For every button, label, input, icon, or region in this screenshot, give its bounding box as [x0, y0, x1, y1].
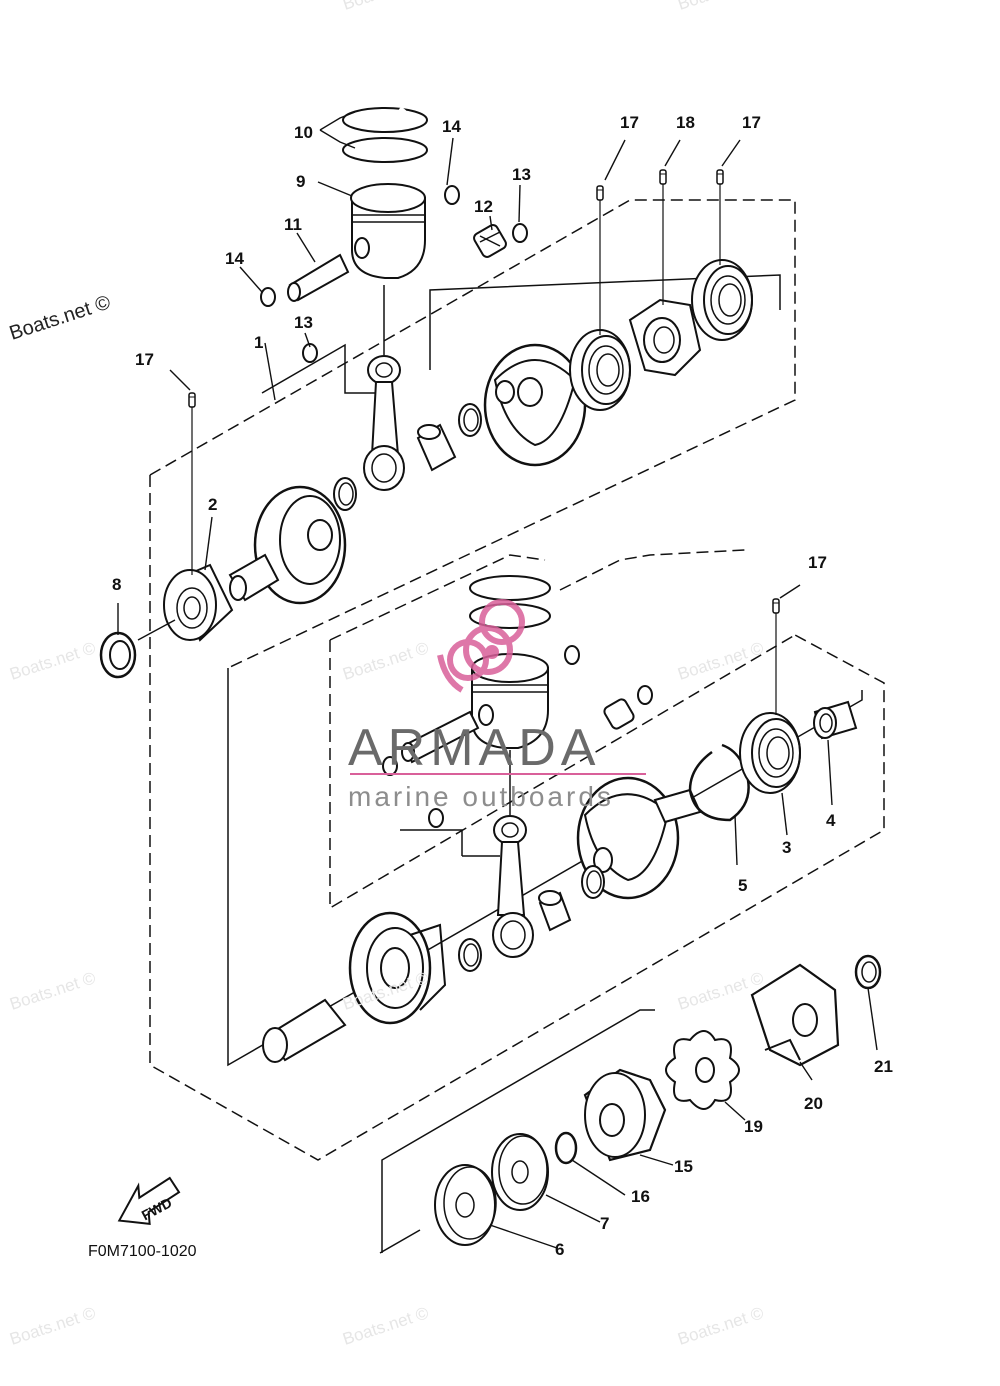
connecting-rod-upper	[363, 285, 405, 491]
crankpin-lower	[538, 890, 572, 932]
label-part-18: 18	[676, 113, 695, 132]
watermark-low-1: Boats.net ©	[7, 968, 98, 1014]
piston-pin-upper	[287, 253, 350, 302]
forward-arrow-icon: FWD	[117, 1176, 181, 1226]
damper-part-19	[665, 1030, 740, 1110]
crankshaft-end-lower	[262, 998, 347, 1063]
watermark-mid-2: Boats.net ©	[340, 638, 431, 684]
label-part-5: 5	[738, 876, 747, 895]
main-bearing-upper-1	[569, 329, 631, 411]
leader-lines	[117, 111, 878, 1249]
watermark-mid-3: Boats.net ©	[675, 638, 766, 684]
drive-dog-part-20	[750, 963, 840, 1067]
dowel-pin-17-d	[772, 598, 780, 614]
crankpin-upper	[416, 423, 457, 472]
brand-name: ARMADA	[348, 719, 600, 777]
part-labels: 10 14 9 11 12 13 14 13 17 1 17 18 17 2 8…	[112, 113, 893, 1259]
label-part-15: 15	[674, 1157, 693, 1176]
plate-part-6	[434, 1164, 497, 1246]
circlip-upper-left	[260, 287, 276, 307]
circlip-lower-right	[564, 645, 580, 665]
watermark-bottom-1: Boats.net ©	[7, 1303, 98, 1349]
piston-lower	[471, 653, 549, 749]
main-bearing-upper-2	[691, 259, 753, 341]
label-part-13-b: 13	[294, 313, 313, 332]
armada-logo-icon	[437, 599, 525, 693]
piston-pin-lower	[401, 710, 480, 764]
thrust-washer-upper-1	[458, 403, 482, 437]
label-part-12: 12	[474, 197, 493, 216]
crank-half-lower-right	[576, 776, 702, 900]
label-part-19: 19	[744, 1117, 763, 1136]
label-part-13-a: 13	[512, 165, 531, 184]
plate-part-7	[491, 1133, 549, 1211]
bushing-part-4	[813, 700, 858, 740]
circlip-upper-right	[444, 185, 460, 205]
watermark-low-3: Boats.net ©	[675, 968, 766, 1014]
label-part-16: 16	[631, 1187, 650, 1206]
label-part-10: 10	[294, 123, 313, 142]
ring-part-21	[854, 954, 882, 990]
watermark-top-2: Boats.net ©	[675, 0, 766, 14]
label-part-17-a: 17	[620, 113, 639, 132]
thrust-washer-lower-1	[581, 865, 605, 899]
thrust-washer-upper-2	[333, 477, 357, 511]
needle-bearing-upper	[473, 224, 507, 258]
main-bearing-part-3	[739, 712, 801, 794]
label-part-20: 20	[804, 1094, 823, 1113]
crank-half-upper-right	[483, 343, 587, 467]
label-part-1: 1	[254, 333, 263, 352]
label-part-17-b: 17	[742, 113, 761, 132]
figure-code: F0M7100-1020	[88, 1243, 197, 1260]
label-part-4: 4	[826, 811, 836, 830]
label-part-11: 11	[284, 215, 302, 234]
dowel-pin-17-c	[188, 392, 196, 408]
thrust-washer-lower-2	[458, 938, 482, 972]
connecting-rod-lower	[492, 750, 534, 958]
washer-small-lower-right	[637, 685, 653, 705]
watermark-top-1: Boats.net ©	[340, 0, 431, 14]
label-part-21: 21	[874, 1057, 893, 1076]
seal-housing-upper	[628, 298, 702, 377]
label-part-2: 2	[208, 495, 217, 514]
crank-half-upper-left	[228, 485, 347, 605]
assembly-frame-lines	[227, 274, 863, 1254]
piston-rings-upper	[342, 106, 428, 163]
label-part-14-b: 14	[225, 249, 244, 268]
dowel-pin-17-b	[716, 169, 724, 185]
dowel-pin-18	[659, 169, 667, 185]
ring-part-16	[554, 1131, 578, 1165]
dowel-pin-17-a	[596, 185, 604, 201]
oil-seal-part-8	[99, 631, 137, 679]
label-part-7: 7	[600, 1214, 609, 1233]
label-part-8: 8	[112, 575, 121, 594]
bearing-part-2	[163, 563, 234, 642]
hub-part-15	[583, 1068, 667, 1162]
crank-half-lower-left	[348, 911, 447, 1025]
brand-tagline: marine outboards	[348, 781, 614, 812]
watermark-bottom-3: Boats.net ©	[675, 1303, 766, 1349]
label-part-17-d: 17	[808, 553, 827, 572]
watermark-mid-1: Boats.net ©	[7, 638, 98, 684]
crankshaft-assembly-outline	[149, 199, 885, 1161]
watermark-bottom-2: Boats.net ©	[340, 1303, 431, 1349]
label-part-6: 6	[555, 1240, 564, 1259]
needle-bearing-lower	[603, 698, 635, 730]
washer-small-upper-right	[512, 223, 528, 243]
label-part-9: 9	[296, 172, 305, 191]
piston-upper	[350, 183, 426, 279]
label-part-14-a: 14	[442, 117, 461, 136]
label-part-17-c: 17	[135, 350, 154, 369]
label-part-3: 3	[782, 838, 791, 857]
watermark-main: Boats.net ©	[7, 291, 114, 344]
